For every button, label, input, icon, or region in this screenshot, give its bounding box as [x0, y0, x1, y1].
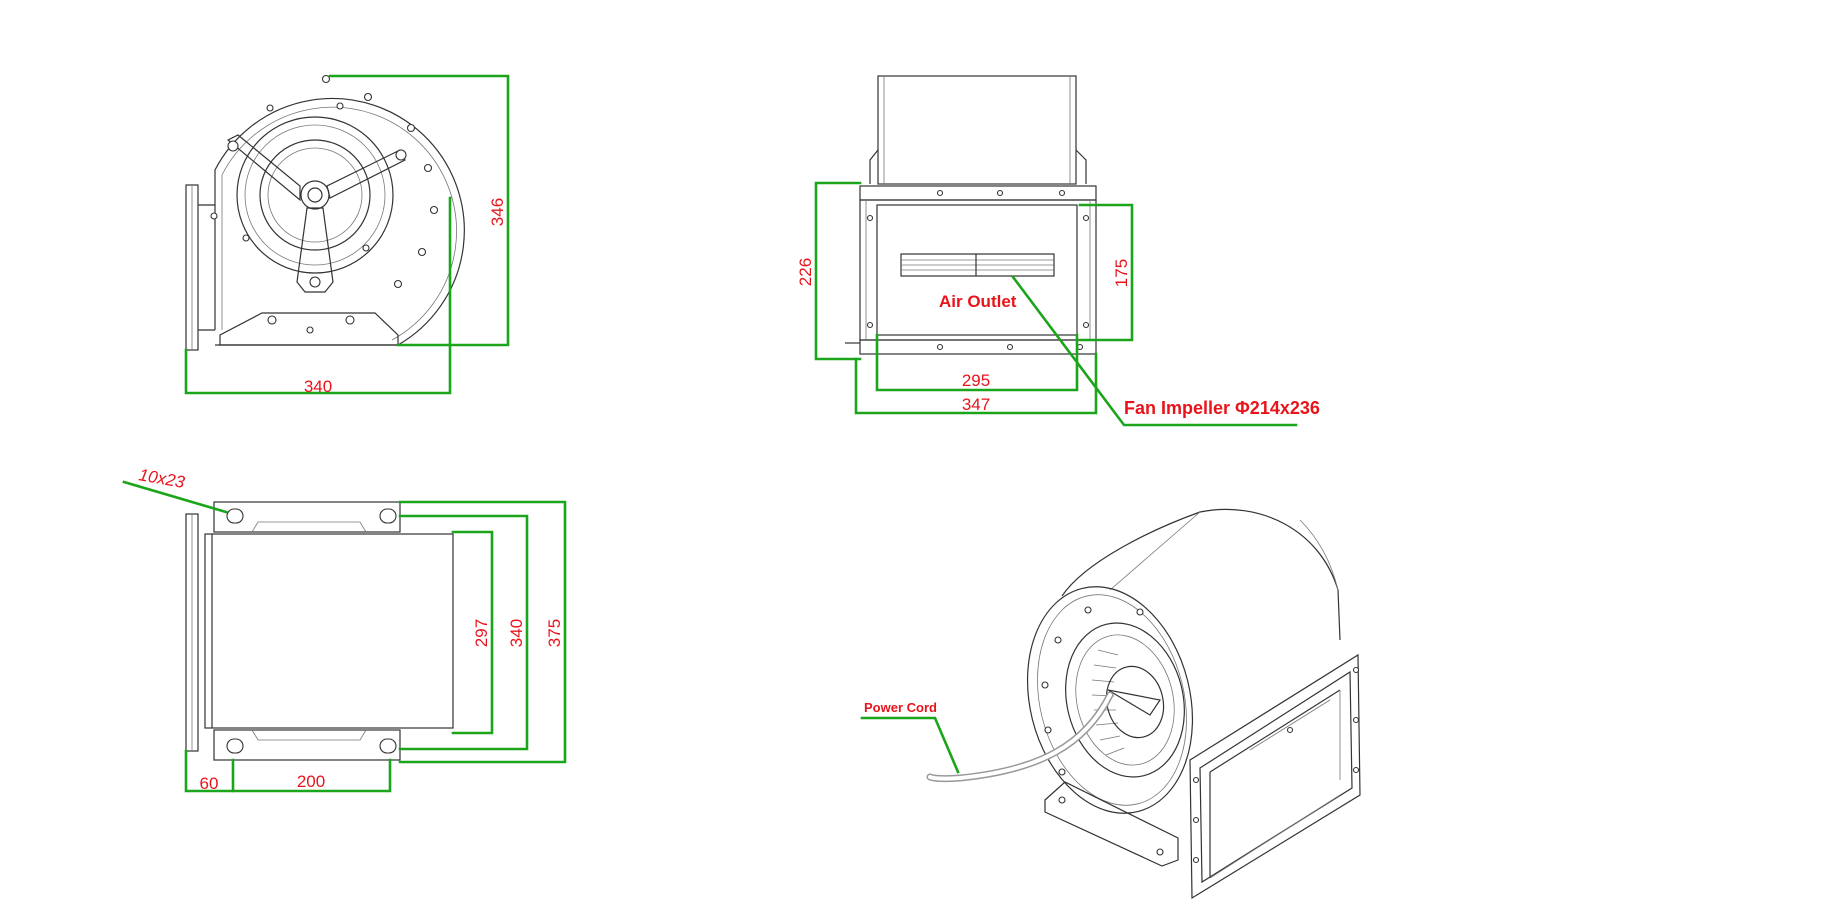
fan-impeller-label: Fan Impeller Φ214x236: [1124, 398, 1320, 418]
outlet-flange-bottom: [859, 339, 1097, 355]
support-arm-left: [226, 134, 301, 202]
iso-outlet-flange: [1189, 653, 1361, 900]
housing-top: [877, 75, 1077, 185]
dim-front-width: [184, 196, 452, 395]
dim-front-height: [328, 74, 510, 347]
side-bracket-bottom: [213, 729, 401, 761]
air-outlet-label: Air Outlet: [939, 292, 1017, 311]
dim-outlet-total-height-text: 226: [796, 258, 815, 286]
inlet-ring-outer: [236, 116, 394, 274]
dim-slot-spacing-text: 200: [297, 772, 325, 791]
dim-flange-width-text: 347: [962, 395, 990, 414]
dim-outlet-total-height: [814, 181, 862, 361]
support-arm-bottom: [296, 207, 334, 293]
isometric-view: Power Cord: [860, 508, 1361, 900]
hub-ring: [300, 180, 330, 210]
dim-outlet-height-text: 175: [1112, 259, 1131, 287]
power-cord-label: Power Cord: [864, 700, 937, 715]
dim-outlet-width-text: 295: [962, 371, 990, 390]
iso-scroll-top: [1061, 508, 1341, 641]
dim-side-depth: [451, 530, 494, 735]
dim-outlet-height: [1078, 203, 1134, 342]
dim-bracket-inner-text: 340: [507, 619, 526, 647]
iso-side-plate: [1026, 586, 1194, 814]
slot-leader: [122, 480, 228, 514]
dim-offset-text: 60: [200, 774, 219, 793]
dim-slot-spacing: [231, 758, 392, 793]
impeller-leader: [1011, 275, 1298, 427]
dim-front-height-text: 346: [488, 198, 507, 226]
side-view: 10x23 297 340 375 60 200: [122, 465, 567, 793]
dim-flange-width: [854, 352, 1098, 415]
scroll-housing: [214, 97, 465, 346]
power-cord-leader: [860, 716, 960, 774]
outlet-opening: [876, 204, 1078, 336]
iso-inlet: [1065, 622, 1185, 778]
dim-side-depth-text: 297: [472, 619, 491, 647]
dim-front-width-text: 340: [304, 377, 332, 396]
dim-bracket-inner: [398, 514, 529, 751]
outlet-view: 226 175 295 347 Air Outlet Fan Impeller …: [796, 75, 1320, 427]
iso-foot-bracket: [1044, 781, 1179, 867]
dim-bracket-outer: [398, 500, 567, 764]
dim-offset: [184, 749, 235, 793]
iso-motor: [1105, 665, 1165, 739]
dim-bracket-outer-text: 375: [545, 619, 564, 647]
side-housing: [204, 533, 454, 729]
motor-body: [259, 139, 371, 251]
front-view: 346 340: [184, 74, 510, 396]
